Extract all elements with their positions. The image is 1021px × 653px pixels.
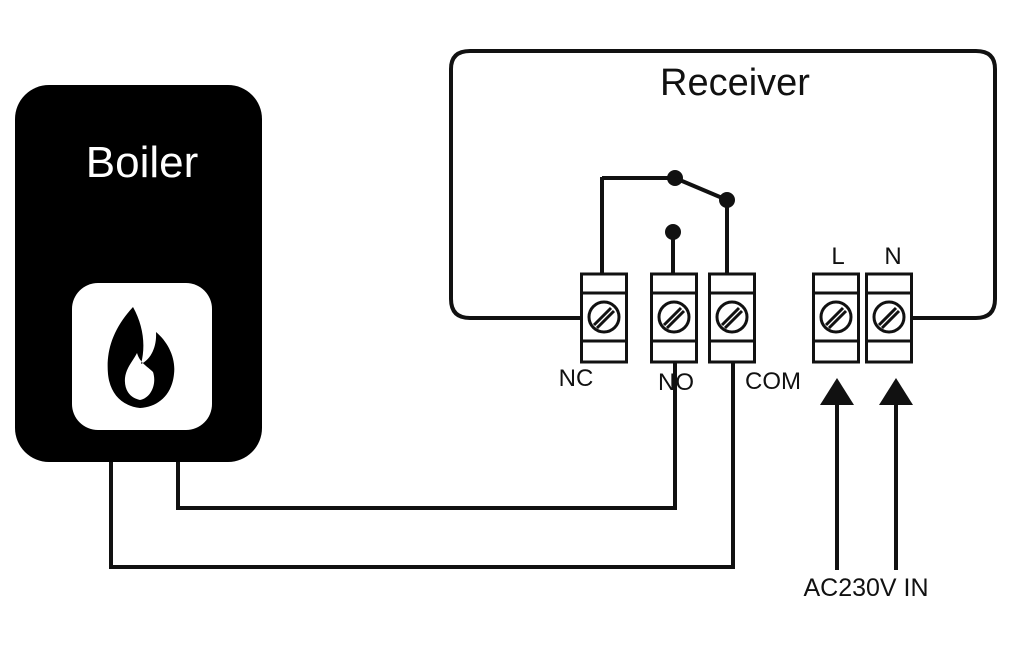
receiver-outline (449, 49, 997, 320)
boiler: Boiler (15, 85, 262, 462)
terminal-label-n: N (884, 243, 901, 270)
screw-terminal-icon (872, 300, 906, 334)
terminal-com (708, 272, 756, 364)
power-input-label: AC230V IN (803, 574, 928, 602)
boiler-to-com-wire (109, 362, 735, 569)
flame-icon (107, 307, 175, 408)
arrow-up-icon (820, 378, 854, 405)
receiver-title: Receiver (660, 62, 810, 104)
terminal-n (865, 272, 913, 364)
boiler-title: Boiler (86, 138, 199, 187)
relay-arm (674, 176, 728, 202)
screw-terminal-icon (587, 300, 621, 334)
terminal-label-l: L (831, 243, 844, 270)
screw-terminal-icon (819, 300, 853, 334)
relay-switch (600, 170, 735, 274)
terminal-label-com: COM (745, 368, 801, 395)
terminal-label-nc: NC (559, 365, 594, 392)
arrow-up-icon (879, 378, 913, 405)
screw-terminal-icon (657, 300, 691, 334)
terminal-nc (580, 272, 628, 364)
boiler-wiring (109, 362, 735, 569)
receiver: Receiver (449, 49, 997, 320)
power-input: AC230V IN (803, 378, 929, 602)
boiler-to-no-wire (176, 362, 677, 510)
screw-terminal-icon (715, 300, 749, 334)
terminal-l (812, 272, 860, 364)
terminal-no (650, 272, 698, 364)
terminal-strip (580, 272, 913, 364)
